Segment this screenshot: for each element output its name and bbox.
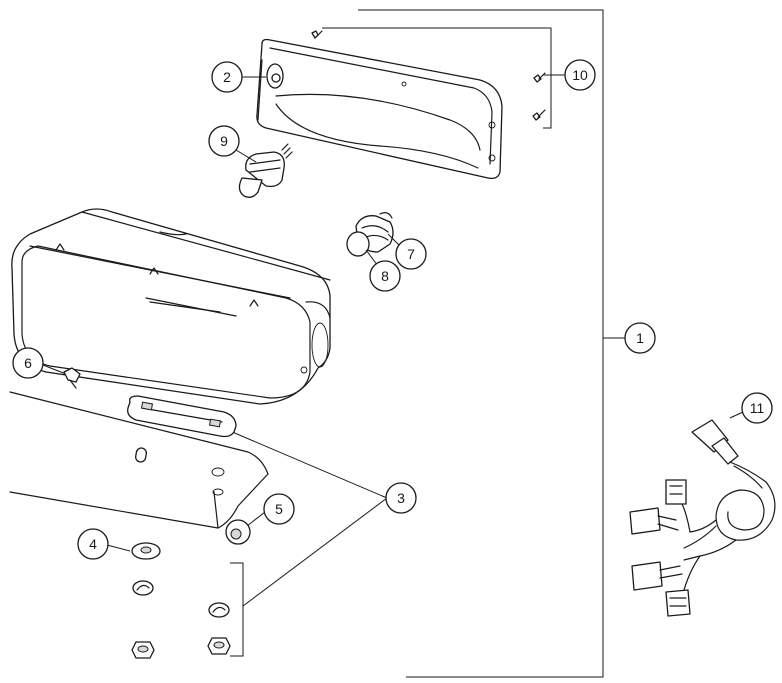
wiring-harness-11 [629,411,776,617]
svg-text:7: 7 [407,246,415,262]
screw-mid [533,72,546,83]
svg-text:5: 5 [275,501,283,517]
screw-bottom [532,109,546,121]
svg-text:10: 10 [572,67,588,83]
screw-bracket-10 [322,27,565,129]
callout-1: 1 [624,322,656,354]
callout-5: 5 [263,493,295,525]
lamp-housing [256,38,503,180]
callout-11: 11 [741,392,773,424]
svg-text:4: 4 [89,536,97,552]
callout-2: 2 [211,61,243,93]
svg-text:3: 3 [397,490,405,506]
callout-9: 9 [208,125,240,157]
lamp-lens-body [11,208,331,405]
svg-text:11: 11 [750,400,765,416]
washer-4 [106,542,161,560]
assembly-bracket-1 [358,9,626,678]
mounting-plate [9,391,269,529]
svg-text:2: 2 [223,69,231,85]
bulb-socket-7-8 [346,212,394,257]
svg-text:9: 9 [220,133,228,149]
clip-6 [42,364,81,389]
callout-3: 3 [385,482,417,514]
callout-6: 6 [12,347,44,379]
svg-text:1: 1 [636,330,644,346]
lock-washer-right [208,602,230,618]
nut-right [207,637,231,655]
bulb-socket-9 [238,143,293,198]
callout-8: 8 [369,260,401,292]
gasket [127,395,237,438]
callout-4: 4 [77,528,109,560]
nut-left [131,641,155,659]
lock-washer-left [132,580,154,596]
svg-text:8: 8 [381,268,389,284]
screw-top [311,30,323,39]
svg-text:6: 6 [24,355,32,371]
grommet-5 [225,511,266,545]
callout-10: 10 [564,59,596,91]
callout-7: 7 [395,238,427,270]
hardware-bracket-3 [229,430,388,657]
